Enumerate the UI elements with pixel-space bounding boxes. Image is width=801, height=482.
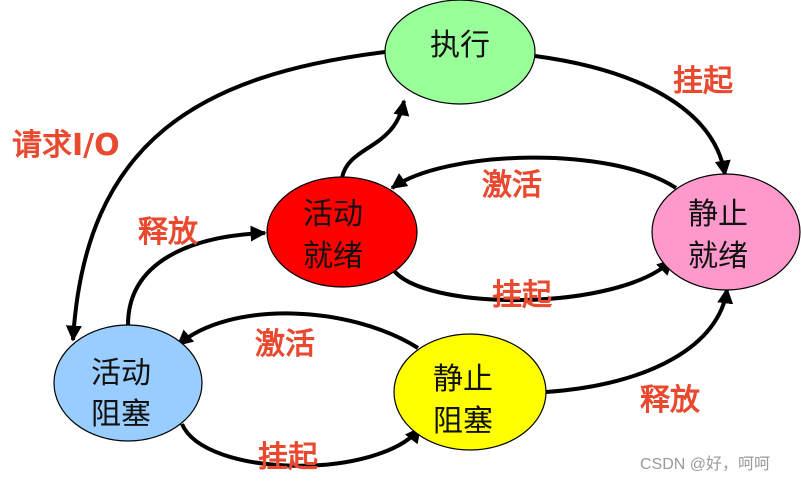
state-active-ready-line2: 就绪 [303,239,363,274]
edges [65,50,734,468]
label-static-blocked-to-active-blocked: 激活 [255,327,315,362]
state-static-blocked-line1: 静止 [433,362,493,397]
edge-static-blocked-to-static-ready [545,287,734,394]
state-static-blocked: 静止 阻塞 [393,333,547,451]
edge-active-blocked-to-active-ready [126,225,267,326]
state-static-ready-shape [651,173,801,291]
edge-active-ready-to-run [340,99,410,179]
state-active-ready: 活动 就绪 [266,176,418,288]
edge-labels: 挂起 请求I/O 激活 挂起 释放 激活 挂起 释放 [12,64,734,475]
label-active-blocked-to-static-blocked: 挂起 [258,440,319,475]
state-active-blocked-line1: 活动 [91,356,151,391]
edge-run-to-static-ready [534,54,731,177]
state-active-blocked: 活动 阻塞 [53,324,203,442]
state-static-ready-line1: 静止 [688,197,748,232]
watermark: CSDN @好，呵呵 [640,455,770,473]
label-static-blocked-to-static-ready: 释放 [640,383,701,418]
label-run-to-static-ready: 挂起 [673,64,734,99]
state-active-ready-line1: 活动 [303,197,363,232]
edge-run-to-active-blocked [65,50,386,342]
label-active-ready-to-static-ready: 挂起 [492,278,553,313]
state-active-blocked-line2: 阻塞 [91,397,151,432]
state-run: 执行 [384,0,536,105]
state-static-blocked-shape [393,333,547,451]
edge-static-blocked-to-active-blocked [176,311,420,350]
state-active-ready-shape [266,176,418,288]
label-active-blocked-to-active-ready: 释放 [138,215,199,250]
state-run-shape [384,0,536,105]
state-static-blocked-line2: 阻塞 [433,404,493,439]
state-static-ready: 静止 就绪 [651,173,801,291]
label-run-to-active-blocked: 请求I/O [12,128,120,163]
label-static-ready-to-active-ready: 激活 [482,168,542,203]
state-run-label: 执行 [430,28,490,63]
edge-active-blocked-to-static-blocked [180,423,422,468]
state-static-ready-line2: 就绪 [688,239,748,274]
edge-active-ready-to-static-ready [390,258,674,303]
edge-static-ready-to-active-ready [390,155,678,190]
state-active-blocked-shape [53,324,203,442]
